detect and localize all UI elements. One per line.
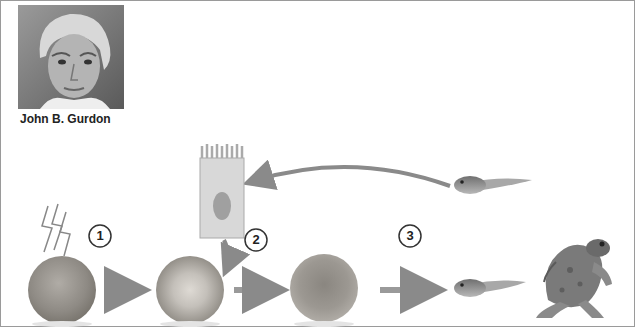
intestinal-cell: [200, 144, 244, 238]
egg: [290, 254, 358, 322]
frog: [536, 239, 612, 318]
tadpole: [454, 279, 526, 297]
tadpole: [454, 176, 532, 194]
caption-text: John B. Gurdon: [20, 112, 111, 126]
injection-arrow: [224, 240, 229, 270]
egg: [28, 256, 96, 324]
callout-circle: [245, 229, 267, 251]
callout-number: 2: [245, 229, 267, 251]
egg: [156, 256, 224, 324]
uv-lightning: [42, 204, 70, 256]
callout-number: 1: [89, 225, 111, 247]
step-arrow: [380, 287, 436, 293]
callout-circle: [399, 225, 421, 247]
portrait-photo: [18, 5, 124, 109]
callout-circle: [89, 225, 111, 247]
transfer-arrow: [250, 167, 450, 186]
step-arrow: [104, 287, 140, 293]
callout-number: 3: [399, 225, 421, 247]
step-arrow: [234, 287, 278, 293]
